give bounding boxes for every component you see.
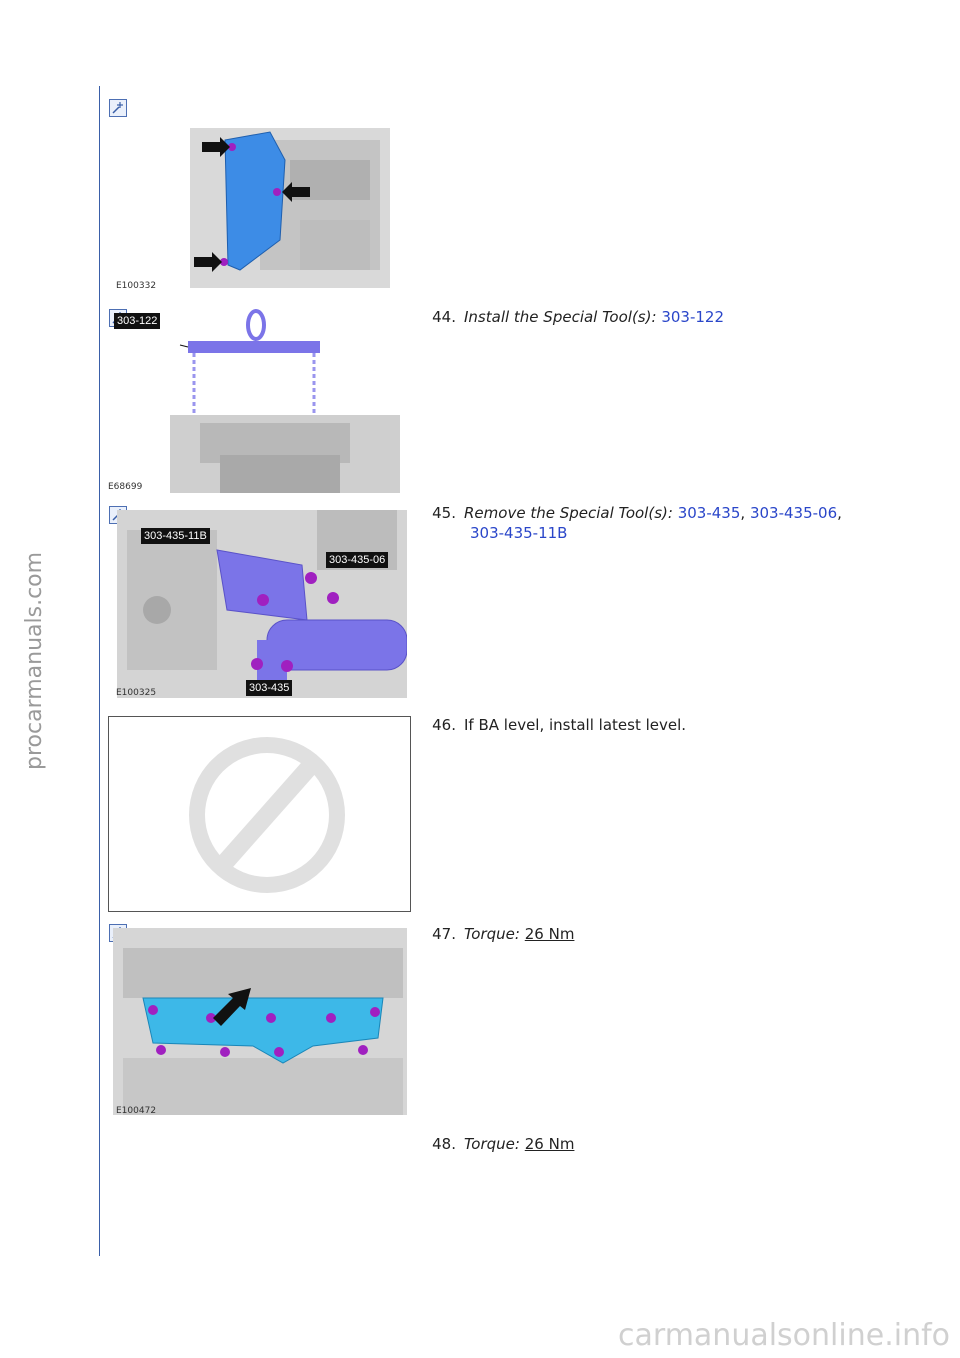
figure-id: E68699 (108, 482, 143, 492)
step-label: Torque: (464, 925, 520, 943)
figure-exhaust-manifold[interactable] (113, 928, 407, 1115)
figure-lifting-bracket[interactable] (110, 305, 400, 493)
step-number: 46. (432, 716, 456, 734)
torque-value[interactable]: 26 Nm (524, 925, 575, 943)
tool-link[interactable]: 303-435-06 (749, 504, 838, 522)
figure-id: E100472 (116, 1106, 157, 1116)
separator: , (837, 504, 842, 522)
bottom-watermark: carmanualsonline.info (618, 1318, 950, 1353)
figure-id: E100325 (116, 688, 157, 698)
side-watermark: procarmanuals.com (22, 551, 47, 770)
step-44: 44. Install the Special Tool(s): 303-122 (416, 308, 724, 326)
step-label: Install the Special Tool(s): (464, 308, 657, 326)
step-46: 46. If BA level, install latest level. (416, 716, 686, 734)
step-number: 47. (432, 925, 456, 943)
step-label: Torque: (464, 1135, 520, 1153)
tool-callout: 303-435-06 (326, 552, 389, 568)
zoom-icon[interactable] (109, 99, 127, 117)
tool-link[interactable]: 303-435 (677, 504, 741, 522)
tool-callout: 303-435-11B (141, 528, 210, 544)
step-number: 45. (432, 504, 456, 522)
step-45: 45.Remove the Special Tool(s): 303-435, … (416, 504, 842, 522)
step-47: 47. Torque: 26 Nm (416, 925, 574, 943)
figure-placeholder[interactable] (108, 716, 411, 912)
separator: , (740, 504, 746, 522)
tool-link[interactable]: 303-122 (661, 308, 724, 326)
step-label: Remove the Special Tool(s): (464, 504, 673, 522)
figure-engine-timing-cover[interactable] (110, 120, 400, 292)
tool-callout: 303-435 (246, 680, 293, 696)
step-number: 48. (432, 1135, 456, 1153)
step-48: 48. Torque: 26 Nm (416, 1135, 574, 1153)
tool-link[interactable]: 303-435-11B (470, 524, 568, 542)
step-text: If BA level, install latest level. (464, 716, 687, 734)
step-number: 44. (432, 308, 456, 326)
torque-value[interactable]: 26 Nm (524, 1135, 575, 1153)
margin-rule (99, 86, 100, 1256)
figure-id: E100332 (116, 281, 157, 291)
tool-callout: 303-122 (114, 313, 161, 329)
